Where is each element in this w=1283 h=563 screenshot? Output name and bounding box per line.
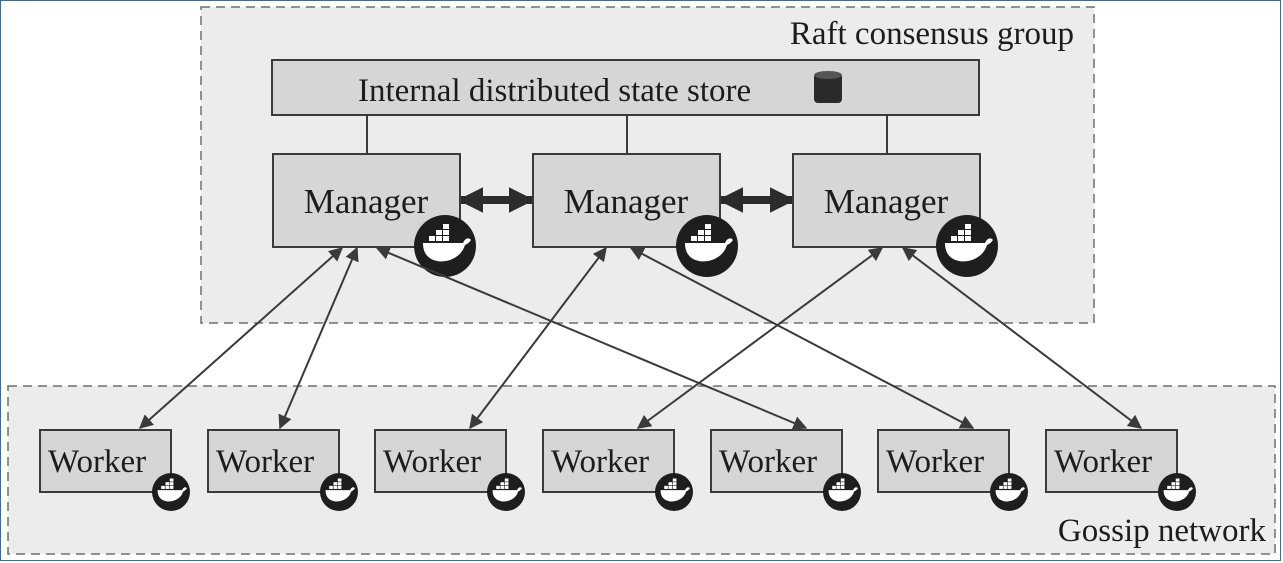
- manager-label: Manager: [564, 182, 689, 221]
- docker-whale-icon: [487, 473, 525, 511]
- worker-node: Worker: [374, 429, 525, 511]
- state-store-label: Internal distributed state store: [358, 73, 751, 109]
- docker-whale-icon: [990, 473, 1028, 511]
- manager-label: Manager: [824, 182, 949, 221]
- manager-node: Manager: [792, 153, 998, 277]
- docker-whale-icon: [655, 473, 693, 511]
- workers: Worker Worker Worker Worker Worker Worker Work…: [39, 429, 1196, 511]
- worker-node: Worker: [877, 429, 1028, 511]
- worker-node: Worker: [1045, 429, 1196, 511]
- worker-label: Worker: [886, 444, 984, 480]
- manager-worker-link: [278, 246, 359, 430]
- worker-node: Worker: [207, 429, 358, 511]
- store-connectors: [366, 115, 888, 154]
- worker-label: Worker: [216, 444, 314, 480]
- docker-whale-icon: [1158, 473, 1196, 511]
- manager-worker-link: [901, 247, 1143, 429]
- worker-node: Worker: [39, 429, 190, 511]
- worker-node: Worker: [542, 429, 693, 511]
- docker-whale-icon: [936, 215, 998, 277]
- worker-label: Worker: [48, 444, 146, 480]
- worker-label: Worker: [719, 444, 817, 480]
- worker-label: Worker: [551, 444, 649, 480]
- docker-whale-icon: [823, 473, 861, 511]
- manager-label: Manager: [304, 182, 429, 221]
- worker-label: Worker: [383, 444, 481, 480]
- manager-node: Manager: [272, 153, 476, 277]
- worker-label: Worker: [1054, 444, 1152, 480]
- manager-node: Manager: [532, 153, 738, 277]
- docker-whale-icon: [676, 215, 738, 277]
- docker-whale-icon: [320, 473, 358, 511]
- state-store: Internal distributed state store: [271, 59, 980, 116]
- raft-group-label: Raft consensus group: [790, 16, 1074, 52]
- docker-whale-icon: [152, 473, 190, 511]
- database-icon: [814, 71, 842, 103]
- gossip-network-label: Gossip network: [1058, 513, 1267, 549]
- worker-node: Worker: [710, 429, 861, 511]
- manager-worker-links: [138, 246, 1143, 430]
